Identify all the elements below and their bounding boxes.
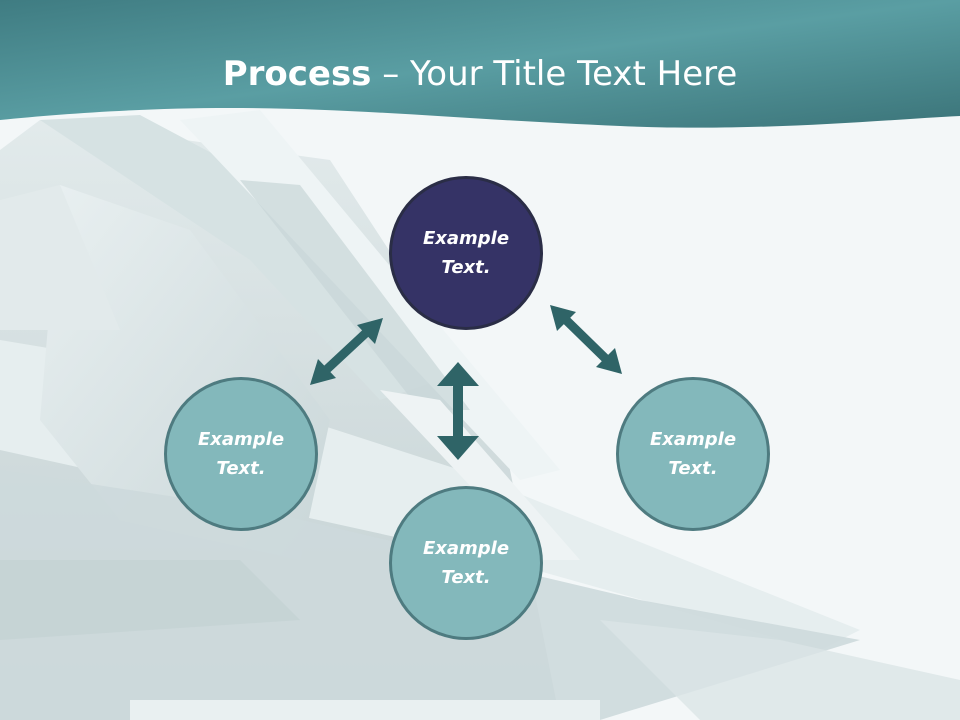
node-left-label: Example Text. [197, 429, 285, 479]
node-right-label: Example Text. [649, 429, 737, 479]
title-bold: Process [222, 54, 372, 94]
double-arrow-left [310, 318, 383, 385]
process-node-right: Example Text. [616, 377, 770, 531]
slide-title: Process – Your Title Text Here [0, 52, 960, 96]
title-rest: – Your Title Text Here [371, 54, 738, 94]
node-top-label: Example Text. [422, 228, 510, 278]
process-node-left: Example Text. [164, 377, 318, 531]
process-node-top: Example Text. [389, 176, 543, 330]
double-arrow-vertical [437, 362, 479, 460]
double-arrow-right [550, 305, 622, 374]
process-node-bottom: Example Text. [389, 486, 543, 640]
node-bottom-label: Example Text. [422, 538, 510, 588]
